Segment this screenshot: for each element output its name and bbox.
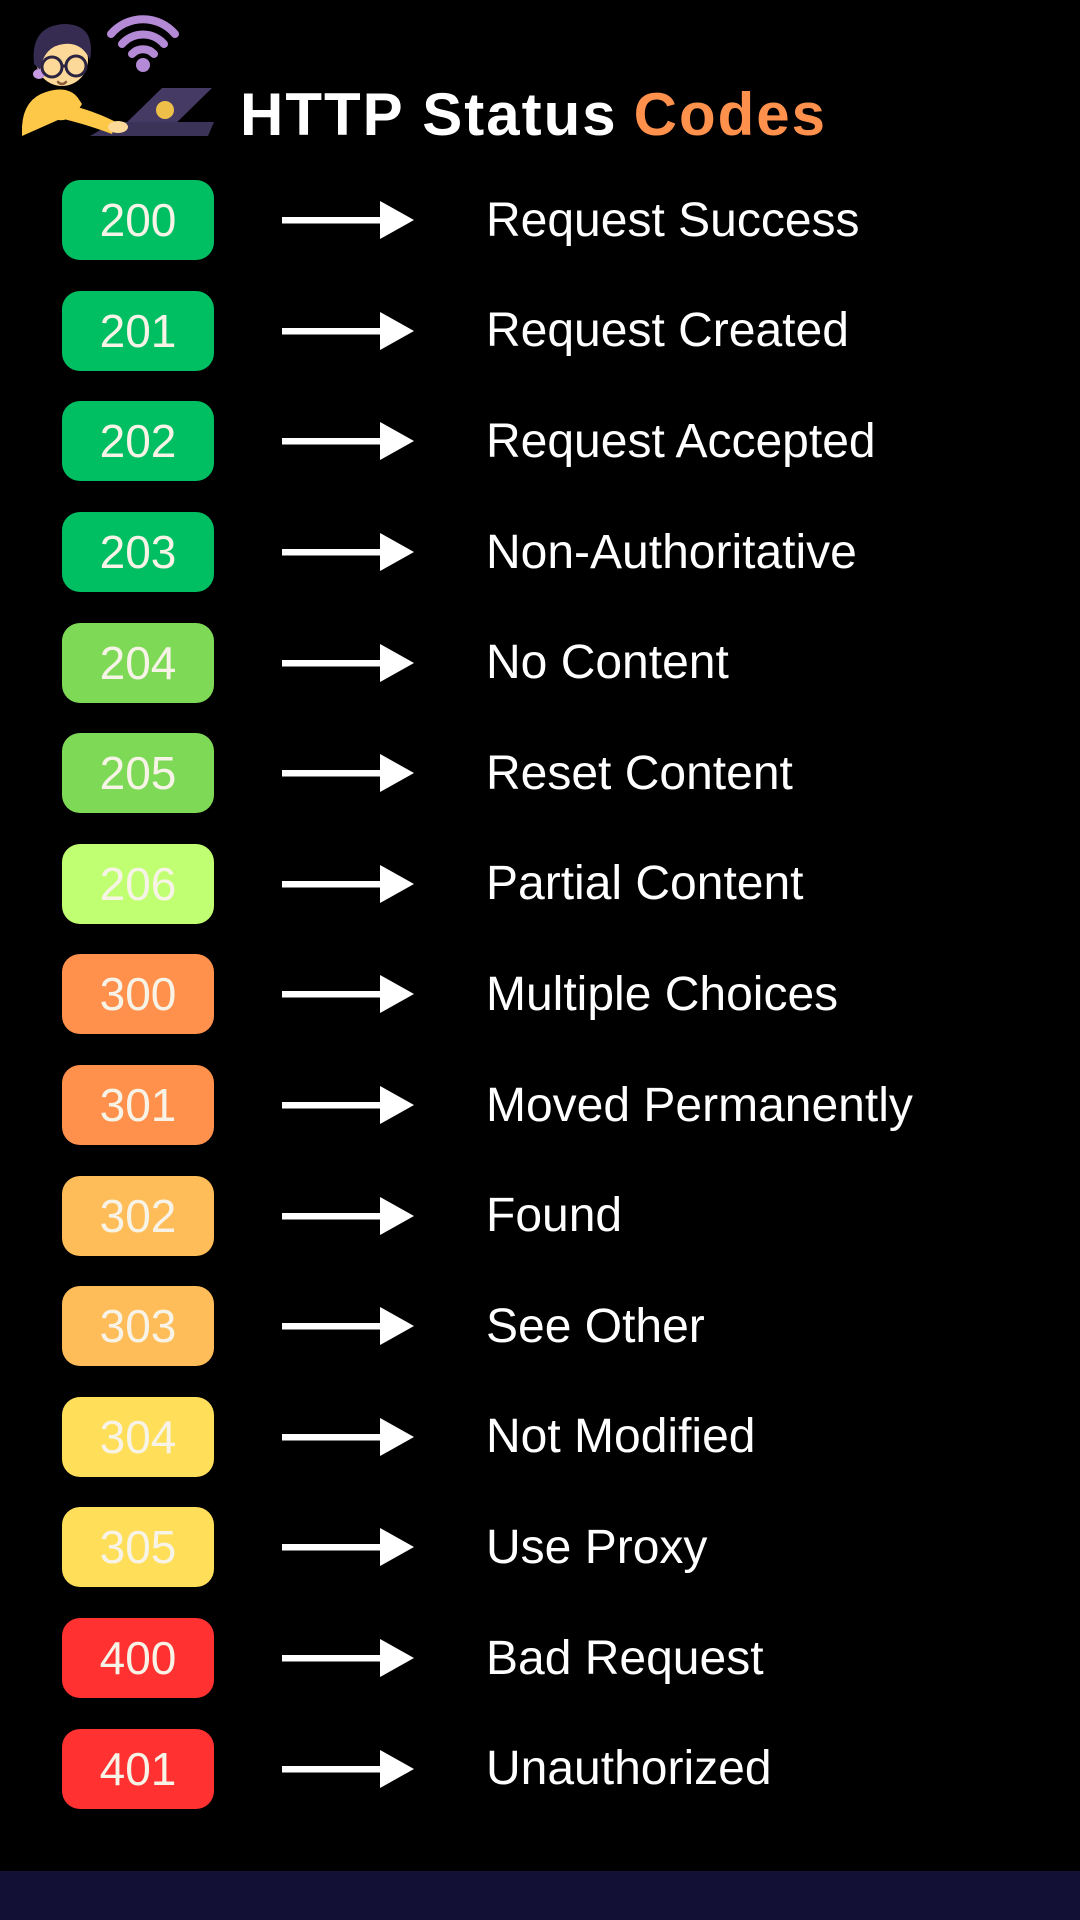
status-label: Moved Permanently [486, 1078, 913, 1132]
status-row-400: 400 Bad Request [0, 1603, 1080, 1714]
status-row-201: 201 Request Created [0, 276, 1080, 387]
status-code-badge: 401 [62, 1728, 214, 1809]
status-row-202: 202 Request Accepted [0, 386, 1080, 497]
title-main: HTTP Status [240, 81, 618, 149]
status-code-list: 200 Request Success 201 Request Created … [0, 165, 1080, 1824]
status-row-205: 205 Reset Content [0, 718, 1080, 829]
status-label: No Content [486, 636, 729, 690]
arrow-right-icon [282, 975, 414, 1014]
status-label: Request Accepted [486, 414, 876, 468]
arrow-right-icon [282, 1196, 414, 1235]
status-code-badge: 303 [62, 1286, 214, 1367]
status-label: Unauthorized [486, 1742, 772, 1796]
wifi-icon [107, 15, 179, 72]
status-code-badge: 204 [62, 622, 214, 703]
status-row-300: 300 Multiple Choices [0, 939, 1080, 1050]
status-row-401: 401 Unauthorized [0, 1713, 1080, 1824]
status-code-badge: 400 [62, 1618, 214, 1699]
arrow-right-icon [282, 1639, 414, 1678]
status-code-badge: 302 [62, 1175, 214, 1256]
status-code-badge: 300 [62, 954, 214, 1035]
status-label: Use Proxy [486, 1520, 708, 1574]
arrow-right-icon [282, 1528, 414, 1567]
status-label: Request Created [486, 304, 849, 358]
status-code-badge: 201 [62, 290, 214, 371]
status-code-badge: 305 [62, 1507, 214, 1588]
footer-bar [0, 1871, 1080, 1920]
arrow-right-icon [282, 643, 414, 682]
status-code-badge: 200 [62, 180, 214, 261]
status-label: Multiple Choices [486, 967, 839, 1021]
status-code-badge: 202 [62, 401, 214, 482]
status-code-badge: 205 [62, 733, 214, 814]
status-row-301: 301 Moved Permanently [0, 1050, 1080, 1161]
status-code-badge: 206 [62, 843, 214, 924]
status-label: Not Modified [486, 1410, 756, 1464]
arrow-right-icon [282, 864, 414, 903]
arrow-right-icon [282, 201, 414, 240]
arrow-right-icon [282, 533, 414, 572]
person-at-laptop-icon [22, 15, 214, 136]
arrow-right-icon [282, 1417, 414, 1456]
arrow-right-icon [282, 422, 414, 461]
title-accent: Codes [633, 81, 827, 149]
status-row-302: 302 Found [0, 1160, 1080, 1271]
status-code-badge: 203 [62, 512, 214, 593]
status-row-204: 204 No Content [0, 607, 1080, 718]
status-label: Reset Content [486, 746, 793, 800]
status-label: Bad Request [486, 1631, 764, 1685]
arrow-right-icon [282, 1086, 414, 1125]
status-row-303: 303 See Other [0, 1271, 1080, 1382]
status-label: Request Success [486, 193, 860, 247]
arrow-right-icon [282, 1749, 414, 1788]
arrow-right-icon [282, 1307, 414, 1346]
status-label: Non-Authoritative [486, 525, 857, 579]
arrow-right-icon [282, 754, 414, 793]
arrow-right-icon [282, 311, 414, 350]
status-row-200: 200 Request Success [0, 165, 1080, 276]
status-label: See Other [486, 1299, 705, 1353]
person-icon [22, 24, 128, 136]
status-row-203: 203 Non-Authoritative [0, 497, 1080, 608]
status-row-304: 304 Not Modified [0, 1382, 1080, 1493]
status-row-305: 305 Use Proxy [0, 1492, 1080, 1603]
status-code-badge: 301 [62, 1065, 214, 1146]
status-label: Partial Content [486, 857, 804, 911]
status-code-badge: 304 [62, 1396, 214, 1477]
status-label: Found [486, 1189, 623, 1243]
status-row-206: 206 Partial Content [0, 829, 1080, 940]
